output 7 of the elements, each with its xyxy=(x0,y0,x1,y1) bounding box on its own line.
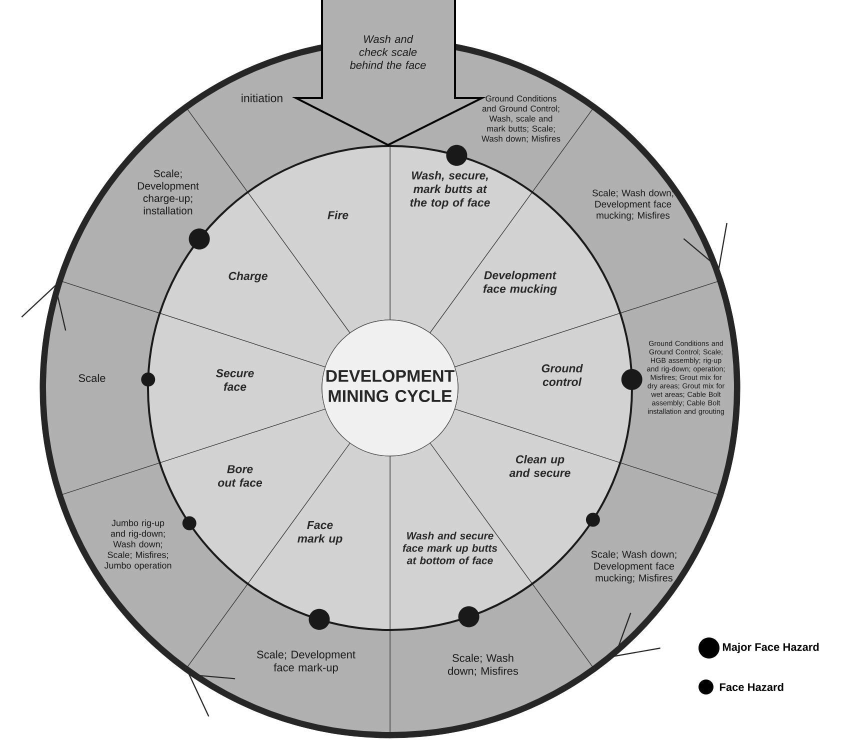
legend-text: Face Hazard xyxy=(720,682,784,692)
node-label: Scale; Development face mark-up xyxy=(256,650,356,674)
legend-text: Major Face Hazard xyxy=(722,642,819,654)
ring-sector: Scale xyxy=(40,280,160,496)
node-label: Scale; Wash down; Misfires xyxy=(448,654,518,676)
ring-sector: Scale; Wash down; Misfires xyxy=(390,583,596,738)
ring-sector: Secure face xyxy=(148,312,326,464)
